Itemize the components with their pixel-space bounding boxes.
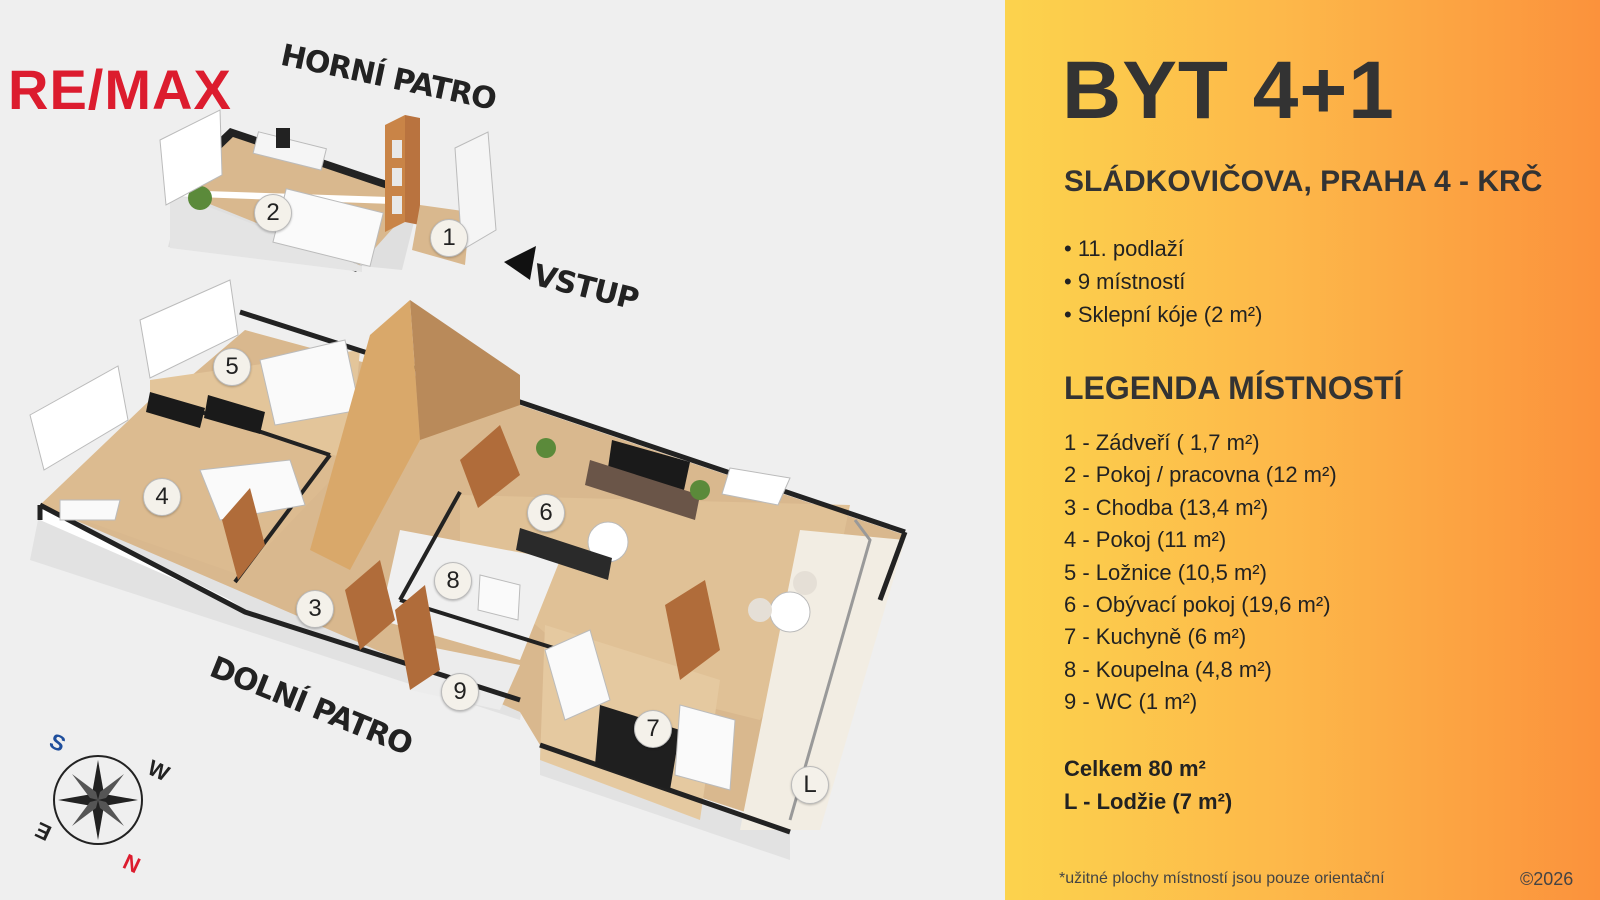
legend-item: 1 - Zádveří ( 1,7 m²) (1064, 430, 1260, 455)
compass-icon (53, 755, 143, 845)
legend-item: 8 - Koupelna (4,8 m²) (1064, 656, 1272, 682)
legend-item: 9 - WC (1 m²) (1064, 689, 1198, 715)
room-number-8: 8 (434, 562, 472, 600)
upper-floor-plan (159, 109, 497, 272)
legend-item: 5 - Ložnice (10,5 m²) (1064, 559, 1267, 585)
floor-plan-panel: RE/MAX HORNÍ PATRO DOLNÍ PATRO VSTUP (8, 38, 908, 879)
loggia-area: L - Lodžie (7 m²) (1064, 789, 1233, 814)
disclaimer-note: *užitné plochy místností jsou pouze orie… (1059, 870, 1385, 887)
legend-item: 2 - Pokoj / pracovna (12 m²) (1064, 462, 1337, 488)
floor-plan-drawing (29, 109, 908, 860)
room-number-6: 6 (527, 494, 565, 532)
legend-item: 7 - Kuchyně (6 m²) (1064, 624, 1247, 650)
room-number-4: 4 (143, 478, 181, 516)
fact-item: 11. podlaží (1064, 232, 1262, 265)
listing-address: SLÁDKOVIČOVA, PRAHA 4 - KRČ (1064, 165, 1543, 198)
total-area: Celkem 80 m² (1064, 756, 1206, 781)
facts-list: 11. podlaží 9 místností Sklepní kóje (2 … (1064, 232, 1263, 331)
fact-item: 9 místností (1064, 265, 1262, 298)
room-number-loggia: L (791, 766, 829, 804)
fact-item: Sklepní kóje (2 m²) (1064, 298, 1263, 331)
room-number-2: 2 (254, 194, 292, 232)
room-legend: 1 - Zádveří ( 1,7 m²) 2 - Pokoj / pracov… (1064, 427, 1337, 719)
room-number-5: 5 (213, 348, 251, 386)
remax-logo: RE/MAX (8, 58, 232, 121)
listing-panel (1005, 0, 1600, 900)
room-number-1: 1 (430, 219, 468, 257)
listing-title: BYT 4+1 (1062, 45, 1395, 136)
room-number-9: 9 (441, 673, 479, 711)
legend-item: 3 - Chodba (13,4 m²) (1064, 494, 1269, 520)
legend-title: LEGENDA MÍSTNOSTÍ (1064, 370, 1403, 406)
area-totals: Celkem 80 m² L - Lodžie (7 m²) (1064, 752, 1232, 818)
copyright: ©2026 (1520, 869, 1574, 889)
legend-item: 6 - Obývací pokoj (19,6 m²) (1064, 592, 1331, 618)
room-number-3: 3 (296, 590, 334, 628)
lower-floor-plan (29, 279, 908, 860)
room-number-7: 7 (634, 710, 672, 748)
legend-item: 4 - Pokoj (11 m²) (1064, 527, 1227, 553)
entrance-arrow-icon (504, 246, 536, 280)
